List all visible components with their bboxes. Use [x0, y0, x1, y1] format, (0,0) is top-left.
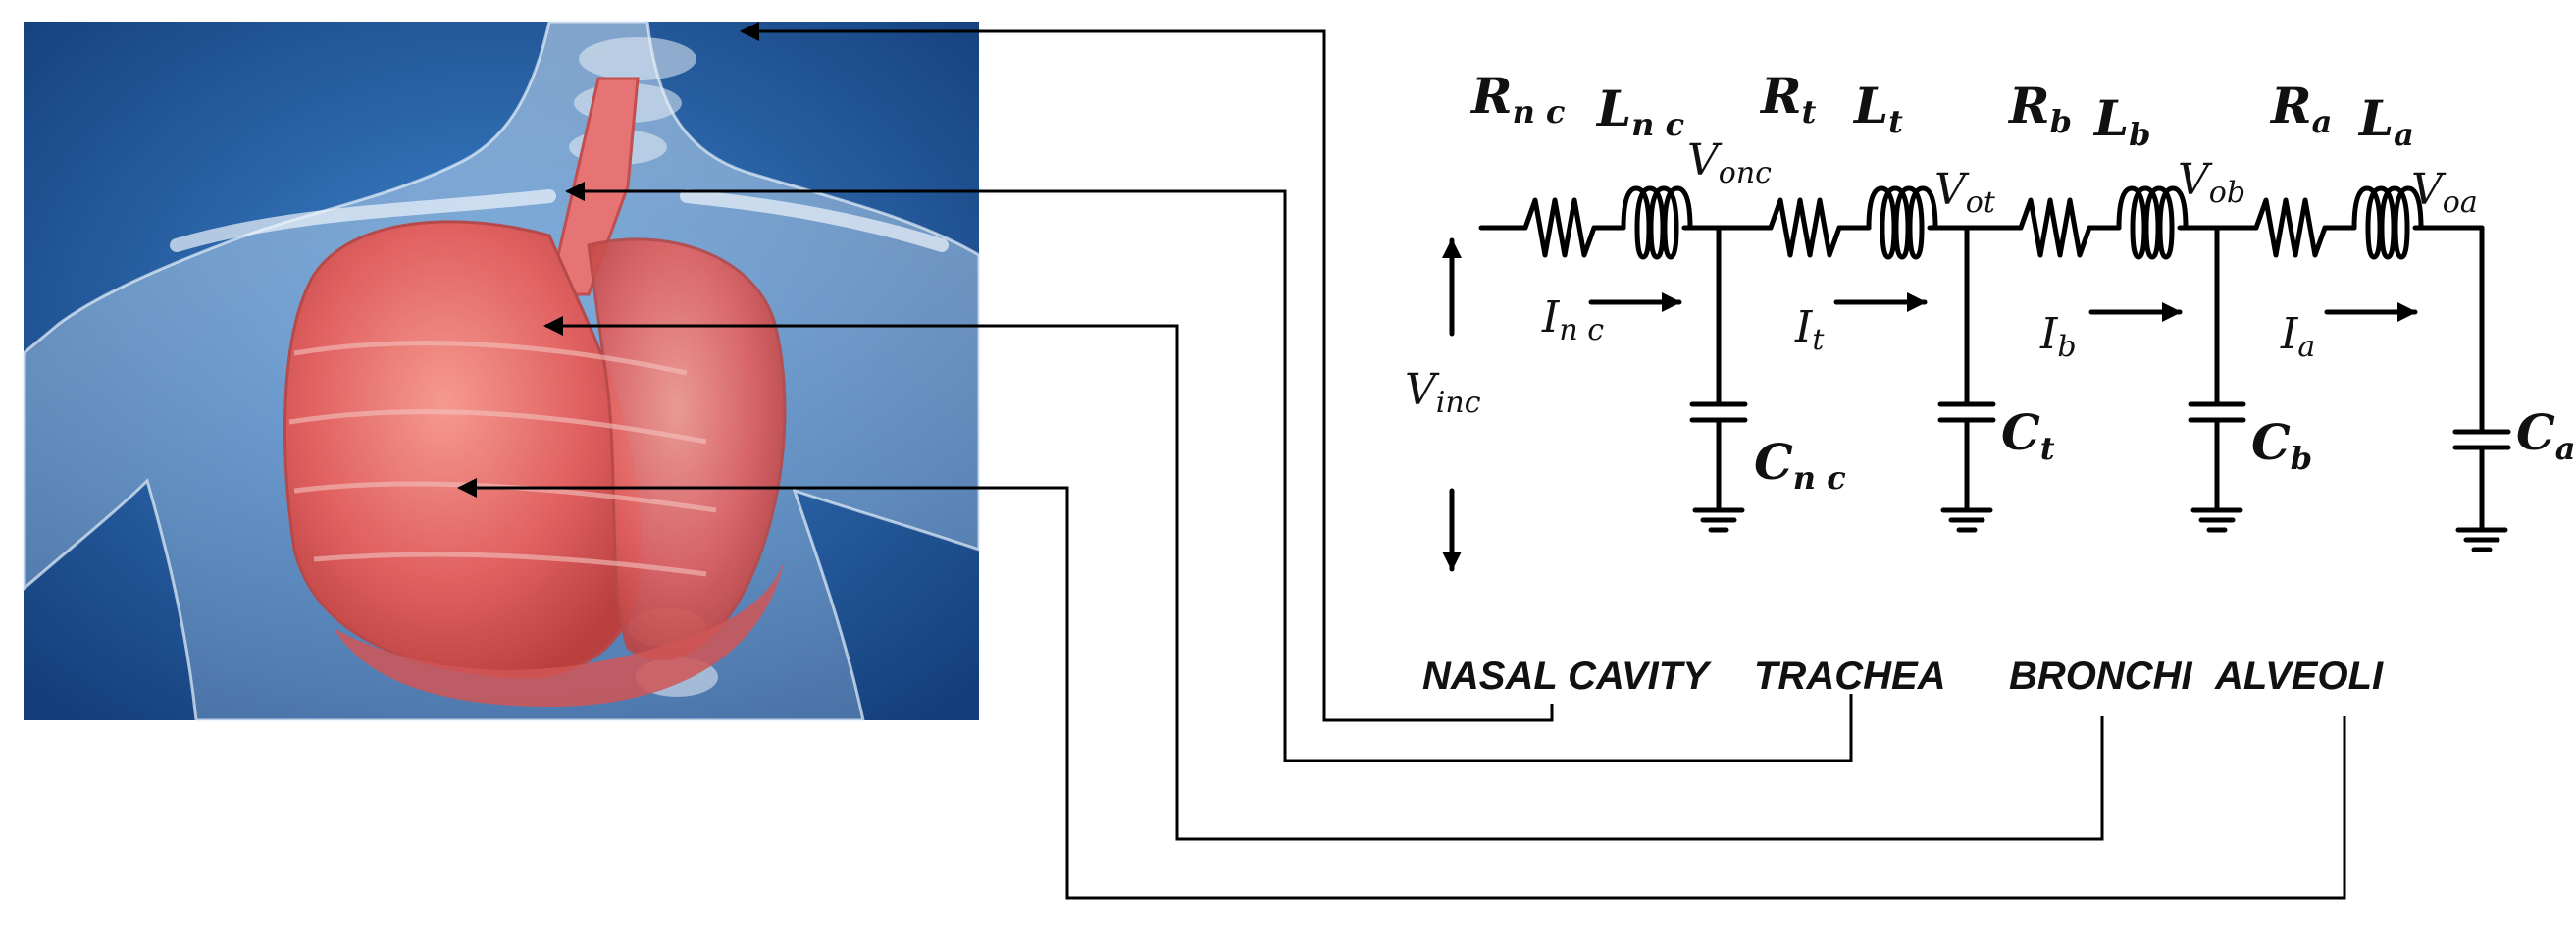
anatomy-illustration	[22, 20, 981, 722]
label-ca: Ca	[2516, 403, 2576, 467]
leader-trachea	[565, 182, 1853, 762]
label-ib: Ib	[2039, 309, 2077, 364]
region-bronchi: BRONCHI	[2009, 655, 2193, 698]
resistor-rt	[1768, 197, 1842, 258]
ribs	[288, 341, 717, 577]
label-lnc: Ln c	[1595, 79, 1684, 143]
leader-lines	[457, 22, 2346, 900]
resistor-rnc	[1522, 197, 1597, 258]
shunt-cb	[2188, 225, 2246, 533]
label-la: La	[2357, 89, 2414, 153]
label-cb: Cb	[2251, 413, 2312, 477]
label-lb: Lb	[2092, 89, 2151, 153]
resistor-rb	[2018, 197, 2092, 258]
region-trachea: TRACHEA	[1754, 655, 1946, 698]
leader-bronchi	[543, 316, 2104, 841]
right-lung-shape	[587, 237, 787, 661]
inductor-lb	[2116, 185, 2189, 260]
inductor-lnc	[1621, 185, 1693, 260]
label-vot: Vot	[1934, 165, 1996, 220]
label-vob: Vob	[2178, 155, 2245, 210]
inductor-lt	[1866, 185, 1938, 260]
region-alveoli: ALVEOLI	[2214, 655, 2384, 698]
label-inc: In c	[1541, 292, 1604, 347]
label-it: It	[1794, 302, 1825, 357]
label-ra: Ra	[2269, 77, 2332, 140]
label-ia: Ia	[2280, 309, 2315, 364]
clavicle	[680, 189, 949, 252]
shunt-ca	[2452, 401, 2511, 552]
current-labels: In c It Ib Ia	[1541, 292, 2315, 364]
label-rnc: Rn c	[1469, 67, 1565, 131]
node-labels: Vonc Vot Vob Voa Vinc	[1405, 135, 2478, 420]
label-rt: Rt	[1759, 67, 1817, 131]
shunt-cnc	[1689, 225, 1748, 533]
resistor-ra	[2253, 197, 2328, 258]
label-ct: Ct	[2001, 403, 2055, 467]
diaphragm-shape	[334, 559, 785, 707]
label-cnc: Cn c	[1754, 433, 1846, 497]
circuit	[1442, 185, 2511, 572]
component-labels: Rn c Ln c Rt Lt Rb Lb Ra La Cn c Ct Cb C…	[1469, 67, 2576, 497]
shunt-ct	[1937, 225, 1996, 533]
label-voa: Voa	[2411, 165, 2478, 220]
region-labels: NASAL CAVITY TRACHEA BRONCHI ALVEOLI	[1422, 655, 2384, 698]
label-vonc: Vonc	[1687, 135, 1772, 190]
leader-nasal-cavity	[740, 22, 1554, 722]
label-rb: Rb	[2007, 77, 2072, 140]
leader-alveoli	[457, 478, 2346, 900]
label-lt: Lt	[1852, 77, 1903, 140]
label-vinc: Vinc	[1405, 365, 1481, 420]
clavicle	[170, 189, 556, 252]
region-nasal-cavity: NASAL CAVITY	[1422, 655, 1712, 698]
inductor-la	[2351, 185, 2424, 260]
